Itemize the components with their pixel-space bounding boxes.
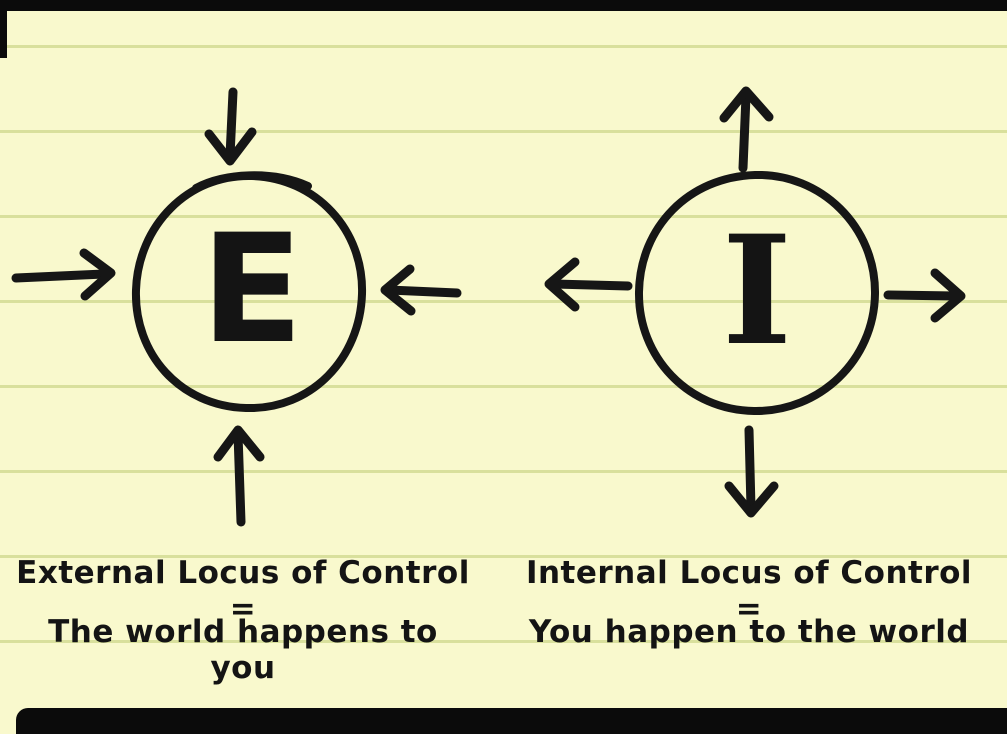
arrow-left-outward-head-icon — [544, 257, 580, 312]
arrow-down-inward-icon — [225, 87, 238, 161]
photo-border-bottom — [16, 708, 1007, 734]
arrow-left-inward-head-icon — [380, 264, 416, 316]
arrow-up-inward-head-icon — [213, 425, 265, 462]
arrow-right-outward-head-icon — [930, 268, 966, 323]
photo-border-left — [0, 0, 7, 58]
arrow-down-outward-icon — [744, 425, 756, 513]
arrow-up-outward-icon — [738, 91, 751, 173]
arrow-down-outward-head-icon — [724, 481, 779, 518]
external-circle — [131, 171, 367, 413]
external-title: External Locus of Control = — [16, 555, 470, 627]
internal-subtitle: You happen to the world — [528, 614, 970, 650]
external-letter: E — [200, 203, 304, 377]
external-locus-group — [11, 87, 462, 527]
arrow-left-outward-icon — [549, 279, 633, 291]
arrow-right-inward-icon — [11, 269, 109, 283]
internal-title: Internal Locus of Control = — [525, 555, 973, 627]
internal-letter: I — [721, 203, 793, 379]
arrow-right-outward-icon — [883, 290, 961, 301]
arrow-up-outward-head-icon — [719, 86, 774, 123]
arrow-up-inward-icon — [233, 429, 246, 527]
arrow-left-inward-icon — [384, 285, 462, 298]
photo-border-top — [0, 0, 1007, 11]
internal-locus-group — [544, 86, 966, 518]
arrow-down-inward-head-icon — [204, 127, 257, 166]
arrow-right-inward-head-icon — [79, 248, 116, 301]
external-circle-overlap-stroke — [192, 171, 312, 192]
external-subtitle: The world happens to you — [48, 614, 438, 686]
internal-circle — [634, 170, 880, 416]
